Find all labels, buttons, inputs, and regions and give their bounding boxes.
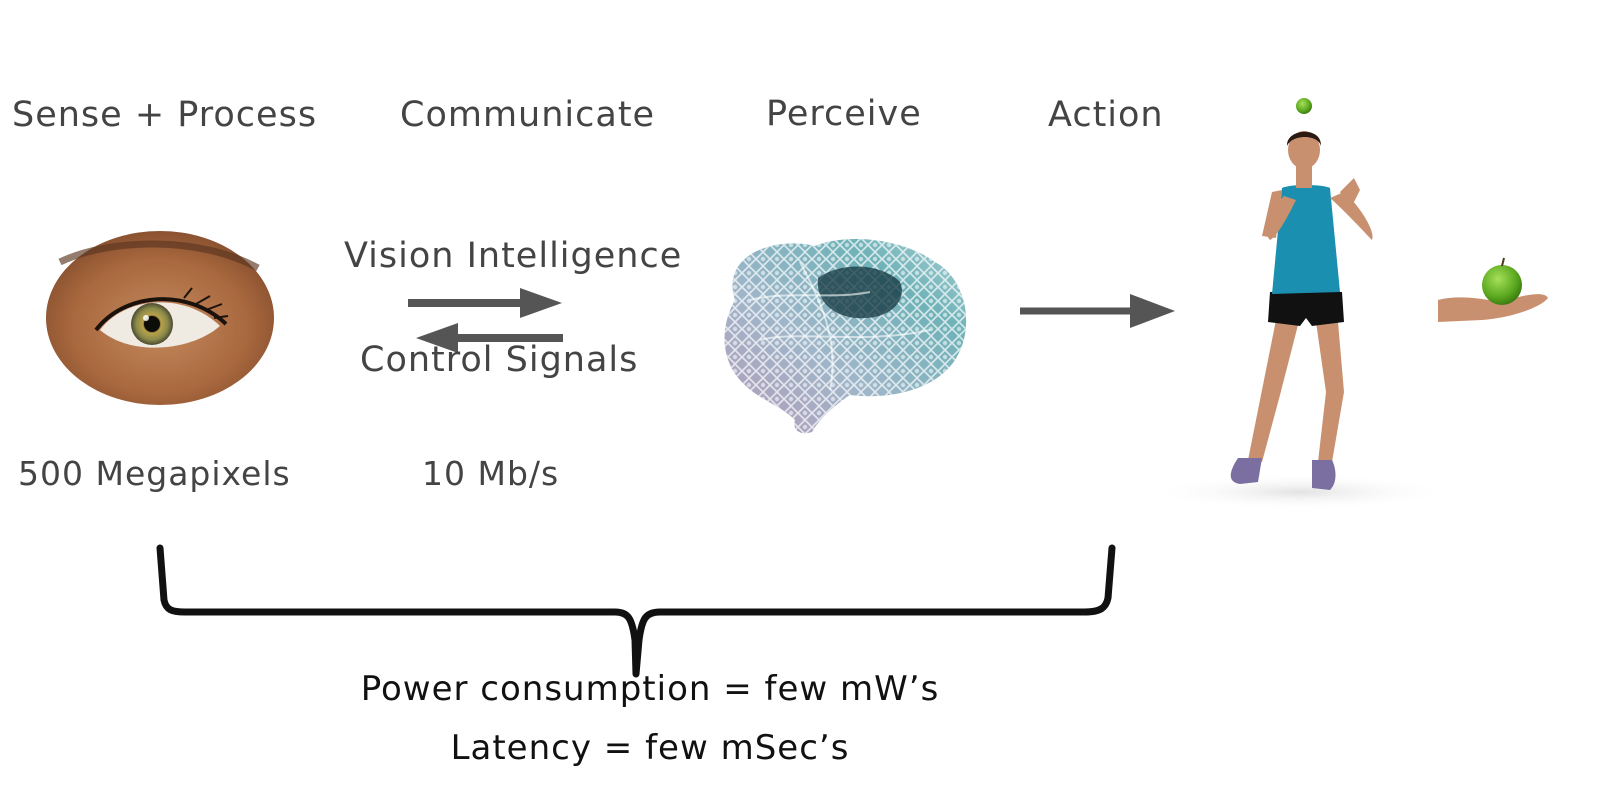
stage-title-perceive: Perceive: [766, 94, 922, 134]
communicate-metric: 10 Mb/s: [422, 454, 560, 493]
hand-holding-apple-illustration: [1438, 257, 1548, 322]
brain-icon: [724, 239, 967, 434]
stage-title-action: Action: [1048, 95, 1164, 135]
stage-title-communicate: Communicate: [400, 95, 656, 135]
stage-title-sense: Sense + Process: [12, 95, 318, 135]
backward-link-label: Control Signals: [360, 340, 639, 380]
sense-metric: 500 Megapixels: [18, 454, 291, 493]
latency-text: Latency = few mSec’s: [450, 728, 850, 768]
summary-brace: [156, 544, 1116, 678]
eye-icon: [46, 231, 274, 405]
forward-link-label: Vision Intelligence: [344, 236, 683, 276]
power-consumption-text: Power consumption = few mW’s: [360, 669, 940, 709]
juggler-illustration: [1150, 98, 1450, 510]
backward-arrow: [416, 323, 563, 353]
forward-arrow: [408, 288, 562, 318]
action-arrow: [1020, 294, 1175, 328]
